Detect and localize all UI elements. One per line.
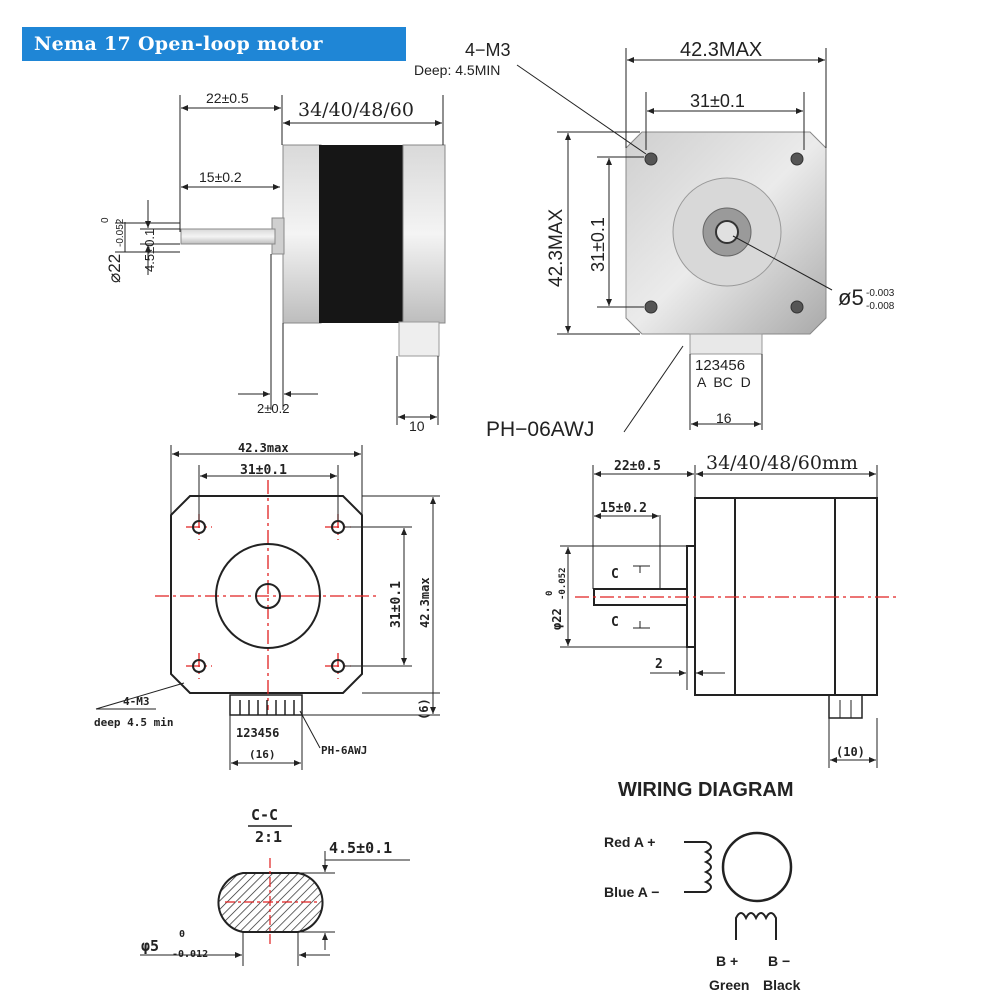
dim-2: 2	[655, 657, 663, 672]
connector-side	[398, 321, 440, 357]
pin-numbers: 123456	[236, 726, 279, 740]
bottom-front-view: 42.3max 31±0.1 31±0.1 42.3max (6) 4-M3 d…	[94, 441, 440, 770]
connector-width: (16)	[249, 748, 276, 761]
bottom-side-view: 22±0.5 34/40/48/60mm 15±0.2 φ22 0 -0.052…	[545, 452, 900, 768]
connector-name: PH−06AWJ	[486, 418, 594, 441]
dim-shaft-lower: -0.008	[866, 301, 895, 312]
dim-outer-h: 42.3MAX	[546, 209, 567, 287]
dim-shaft-dia-main: 22	[105, 254, 124, 273]
dim-15: 15±0.2	[600, 501, 647, 516]
pin-numbers: 123456	[695, 357, 745, 374]
dim-deep: Deep: 4.5MIN	[414, 62, 500, 78]
label-black: Black	[763, 977, 801, 993]
dim-deep: deep 4.5 min	[94, 716, 173, 729]
dim-dia-tol-up: 0	[179, 929, 185, 940]
dim-15: 15±0.2	[199, 169, 242, 185]
label-a-plus: Red A +	[604, 834, 655, 850]
label-a-minus: Blue A −	[604, 884, 659, 900]
connector-pins	[239, 700, 295, 715]
drawing-title: Nema 17 Open-loop motor Drawing	[22, 27, 406, 89]
dim-shaft: φ22	[550, 608, 564, 630]
front-cap	[282, 144, 322, 324]
dim-shaft-dia-upper: 0	[100, 217, 111, 223]
shaft-end	[715, 220, 739, 244]
dim-holes: 4-M3	[123, 695, 150, 708]
section-label-c-top: C	[611, 567, 619, 582]
rotor-circle	[721, 831, 793, 903]
connector-outline	[828, 694, 863, 719]
dim-hole-w: 31±0.1	[240, 463, 287, 478]
wiring-title: WIRING DIAGRAM	[618, 779, 794, 801]
label-green: Green	[709, 977, 749, 993]
wiring-diagram: WIRING DIAGRAM Red A + Blue A − B + B − …	[604, 779, 801, 993]
coil-b	[735, 912, 777, 940]
shaft-circle	[255, 583, 281, 609]
mount-hole	[644, 152, 658, 166]
dim-dia: φ5	[141, 937, 159, 955]
section-label-c-bottom: C	[611, 615, 619, 630]
dim-6: (6)	[417, 698, 431, 720]
pin-letters: A BC D	[697, 374, 751, 390]
dim-shaft-tol-up: 0	[545, 591, 555, 596]
stator-body	[319, 145, 403, 323]
dim-hole-h: 31±0.1	[389, 581, 404, 628]
section-title: C-C	[251, 806, 278, 824]
connector-top	[689, 333, 763, 355]
dim-holes: 4−M3	[465, 40, 511, 60]
dim-boss: 2±0.2	[257, 401, 289, 416]
section-view: C-C 2:1 4.5±0.1 φ5 0 -0.012	[140, 806, 410, 966]
label-b-plus: B +	[716, 953, 738, 969]
dim-connector: 10	[409, 418, 425, 434]
top-front-view: 4−M3 Deep: 4.5MIN 42.3MAX 31±0.1 42.3MAX…	[414, 39, 895, 441]
dim-length: 34/40/48/60	[298, 99, 414, 121]
dim-dia-tol: -0.012	[172, 949, 208, 960]
mount-hole	[790, 152, 804, 166]
boss-circle	[215, 543, 321, 649]
flange-outline	[170, 495, 363, 694]
top-side-view: 22±0.5 34/40/48/60 15±0.2 ⌀22 0 -0.052 4…	[100, 90, 446, 434]
connector-width: 16	[716, 410, 732, 426]
mount-hole	[192, 659, 206, 673]
dim-outer-h: 42.3max	[418, 577, 432, 628]
dim-length: 34/40/48/60mm	[706, 452, 858, 474]
shaft	[180, 228, 276, 245]
coil-a	[684, 841, 712, 893]
dim-shaft-tol: -0.052	[558, 567, 568, 600]
dim-flat: 4.5±0.1	[329, 839, 392, 857]
rear-cap	[402, 144, 446, 324]
dim-hole-w: 31±0.1	[690, 91, 745, 111]
dim-shaft-dia5: ø5	[838, 285, 864, 310]
connector-name: PH-6AWJ	[321, 744, 367, 757]
connector-outline	[229, 694, 303, 716]
section-scale: 2:1	[255, 828, 282, 846]
dim-outer-w: 42.3MAX	[680, 39, 762, 61]
mount-hole	[192, 520, 206, 534]
centerlines	[155, 480, 380, 710]
mount-hole	[644, 300, 658, 314]
dim-shaft-upper: -0.003	[866, 288, 895, 299]
dim-22: 22±0.5	[614, 459, 661, 474]
dim-flat: 4.5±0.1	[142, 229, 157, 272]
dim-22: 22±0.5	[206, 90, 249, 106]
label-b-minus: B −	[768, 953, 790, 969]
dim-10: (10)	[836, 745, 865, 759]
dim-hole-h: 31±0.1	[588, 217, 608, 272]
dim-outer-w: 42.3max	[238, 441, 289, 455]
dim-shaft-dia-lower: -0.052	[115, 218, 126, 247]
mount-hole	[790, 300, 804, 314]
dim-shaft-dia: ⌀22	[105, 254, 124, 283]
